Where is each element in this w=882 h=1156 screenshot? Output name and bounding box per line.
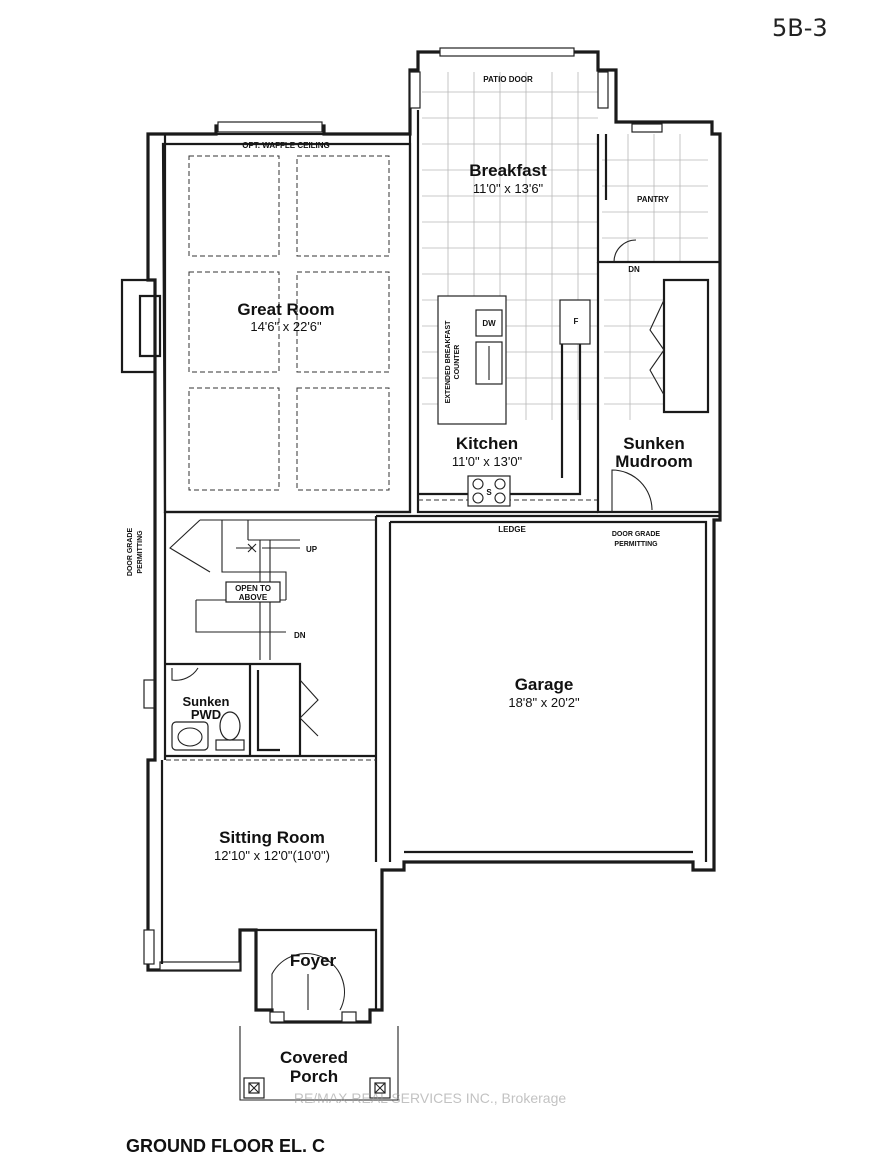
mudroom-name-line2: Mudroom (615, 452, 692, 471)
stair-dn-label: DN (294, 631, 306, 640)
breakfast-tile-grid (422, 72, 598, 420)
fridge-label: F (574, 317, 579, 326)
foyer-walls (256, 928, 378, 1010)
door-grade-right-line1: DOOR GRADE (612, 531, 661, 538)
garage-name: Garage (515, 675, 574, 694)
open-to-above-line1: OPEN TO (235, 584, 271, 593)
pwd-name-line1: Sunken (183, 694, 230, 709)
door-grade-left: DOOR GRADE PERMITTING (127, 528, 144, 577)
mudroom-tile-grid (604, 270, 664, 420)
pwd-name-line2: PWD (191, 707, 221, 722)
door-grade-left-line1: DOOR GRADE (127, 528, 134, 577)
closet-doors (649, 299, 665, 396)
porch-name-line1: Covered (280, 1048, 348, 1067)
patio-door (439, 47, 575, 57)
kitchen-dims: 11'0" x 13'0" (452, 454, 523, 469)
kitchen-name: Kitchen (456, 434, 518, 453)
pantry-tile-grid (602, 134, 708, 262)
sitting-room-front-window (159, 961, 241, 971)
sitting-room-dims: 12'10" x 12'0"(10'0") (214, 848, 330, 863)
foyer-name: Foyer (290, 951, 337, 970)
closet-door (299, 679, 319, 737)
mudroom-closet (662, 278, 710, 414)
porch-column-right (369, 1077, 391, 1099)
great-room-name: Great Room (237, 300, 334, 319)
garage-walls (390, 520, 708, 862)
foyer-door-swing (271, 953, 345, 1011)
pwd-walls (165, 662, 302, 756)
breakfast-side-window-left (409, 71, 421, 109)
stove (467, 475, 511, 507)
counter-label: EXTENDED BREAKFAST COUNTER (445, 320, 461, 404)
counter-label-line2: COUNTER (454, 345, 461, 380)
exterior-wall (146, 50, 722, 1024)
door-grade-left-line2: PERMITTING (137, 530, 144, 574)
waffle-ceiling-grid (188, 155, 390, 491)
pantry-window (631, 123, 663, 133)
dw-label: DW (482, 319, 496, 328)
mudroom-door-swing (611, 469, 653, 512)
breakfast-dims: 11'0" x 13'6" (473, 181, 544, 196)
pantry-label: PANTRY (637, 195, 670, 204)
great-room-window (217, 121, 323, 133)
drawing-title: GROUND FLOOR EL. C (126, 1136, 325, 1156)
breakfast-name: Breakfast (469, 161, 547, 180)
mudroom-dn-label: DN (628, 265, 640, 274)
sheet-code: 5B-3 (772, 14, 828, 42)
sitting-room-window (143, 929, 155, 965)
mudroom-name-line1: Sunken (623, 434, 684, 453)
breakfast-side-window-right (597, 71, 609, 109)
toilet-bowl (219, 711, 241, 741)
watermark: RE/MAX REAL SERVICES INC., Brokerage (294, 1090, 567, 1106)
sink-label: S (486, 488, 492, 497)
covered-porch-outline (239, 1026, 399, 1101)
porch-column-left (243, 1077, 265, 1099)
counter-label-line1: EXTENDED BREAKFAST (445, 320, 452, 404)
porch-name-line2: Porch (290, 1067, 338, 1086)
sitting-room-name: Sitting Room (219, 828, 325, 847)
stair-up-label: UP (306, 545, 318, 554)
patio-door-label: PATIO DOOR (483, 75, 533, 84)
waffle-ceiling-label: OPT. WAFFLE CEILING (242, 141, 330, 150)
door-grade-right-line2: PERMITTING (614, 541, 658, 548)
dishwasher (475, 309, 503, 337)
fireplace (120, 278, 162, 374)
pwd-window (143, 679, 155, 709)
ledge-label: LEDGE (498, 525, 526, 534)
garage-dims: 18'8" x 20'2" (508, 695, 580, 710)
toilet-tank (215, 739, 245, 751)
great-room-walls (163, 132, 412, 514)
pantry-door-swing (613, 239, 637, 263)
open-to-above-line2: ABOVE (239, 593, 268, 602)
pwd-door-swing (171, 667, 199, 681)
staircase (163, 512, 378, 862)
mudroom-walls (596, 262, 720, 514)
fridge (559, 299, 591, 345)
great-room-dims: 14'6" x 22'6" (250, 319, 322, 334)
kitchen-west-wall (416, 110, 598, 514)
